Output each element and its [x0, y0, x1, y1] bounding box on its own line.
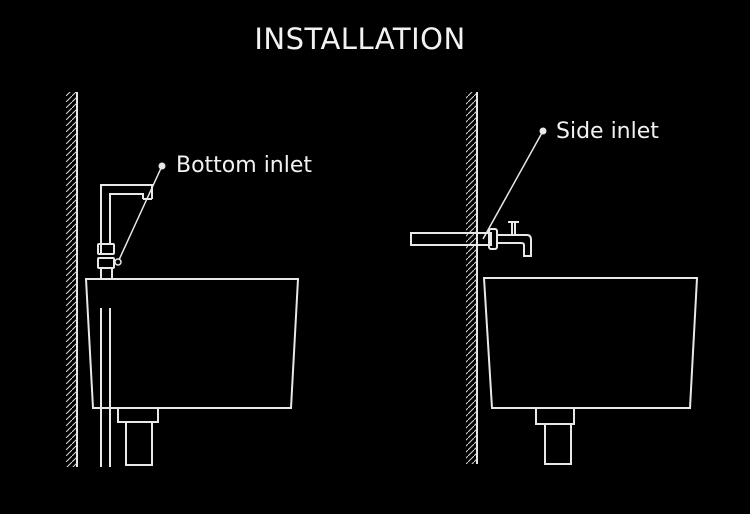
side-inlet-label: Side inlet	[556, 119, 659, 144]
side-inlet-dot	[539, 127, 547, 135]
right-basin	[482, 277, 699, 409]
faucet-outer	[100, 184, 153, 254]
side-inlet-illustration	[410, 92, 699, 465]
left-drain-pipe	[125, 421, 153, 466]
faucet-nut-lower	[97, 257, 115, 269]
right-drain-pipe	[544, 423, 572, 465]
right-wall-hatch	[466, 92, 477, 464]
left-wall-hatch	[66, 92, 77, 467]
faucet-inner	[109, 193, 144, 244]
bottom-inlet-leader	[117, 165, 163, 263]
left-basin	[84, 278, 300, 409]
left-drain-flange	[117, 407, 159, 423]
side-spout	[513, 234, 532, 257]
diagram-title: INSTALLATION	[254, 22, 466, 56]
side-inlet-leader	[482, 130, 544, 240]
right-drain-flange	[535, 407, 575, 425]
side-connector-ring	[488, 228, 498, 250]
side-supply-pipe	[410, 232, 492, 246]
bottom-inlet-label: Bottom inlet	[176, 153, 312, 178]
bottom-inlet-dot	[158, 162, 166, 170]
bottom-inlet-illustration	[66, 92, 300, 467]
faucet-nut-upper	[97, 243, 115, 255]
